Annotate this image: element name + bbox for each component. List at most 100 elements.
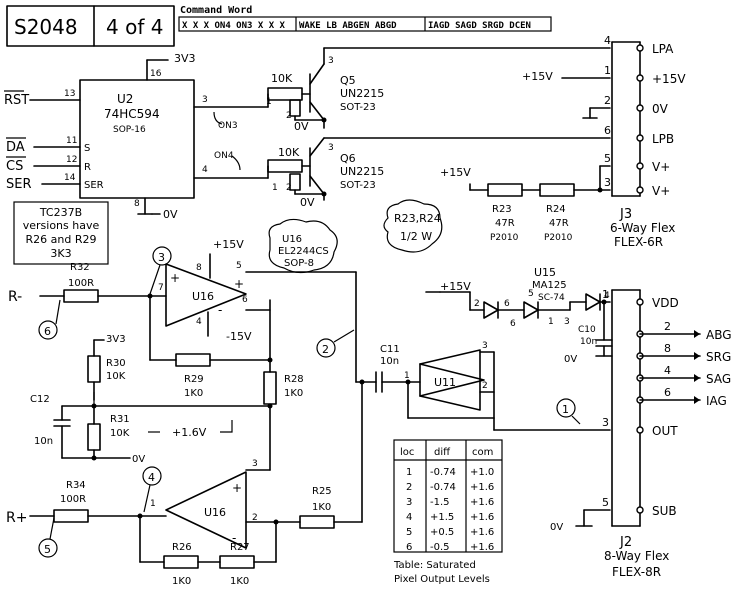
u11-name: U11 (434, 376, 456, 389)
j2-pin-number: 4 (664, 364, 671, 377)
u11-pin3: 3 (482, 341, 488, 351)
command-word-field-1: X X X ON4 ON3 X X X (182, 21, 286, 31)
sheet-number: 4 of 4 (106, 15, 163, 39)
j2-pin-label: ABG (706, 328, 732, 342)
q6-pin-1: 1 (272, 183, 278, 193)
j3-part: FLEX-6R (614, 235, 663, 249)
j2-pin-contact (636, 298, 644, 306)
input-cs: CS (6, 159, 23, 174)
j2-pin-contact (636, 506, 644, 514)
r26-name: R26 (172, 542, 192, 553)
j2-pin-label: SAG (706, 372, 731, 386)
r31-name: R31 (110, 414, 130, 425)
q6-package: SOT-23 (340, 180, 376, 191)
table-cell-com: +1.6 (470, 542, 494, 553)
r24-package: P2010 (544, 233, 573, 243)
q6-pin-3: 3 (328, 143, 334, 153)
q5-package: SOT-23 (340, 102, 376, 113)
j2-signal-arrow (694, 352, 700, 360)
port-r-minus: R- (8, 289, 22, 305)
command-word-field-2: WAKE LB ABGEN ABGD (299, 21, 397, 31)
j2-signal-arrow (694, 374, 700, 382)
r34-name: R34 (66, 480, 86, 491)
r30-value: 10K (106, 371, 126, 382)
table-cell-com: +1.6 (470, 512, 494, 523)
r27-name: R27 (230, 542, 250, 553)
j2-pin-number: 2 (664, 320, 671, 333)
r-chain-supply: +15V (440, 166, 471, 179)
u16-top-plus-out: + (234, 277, 244, 291)
u16-top-pin4: 4 (196, 317, 202, 327)
bias-gnd: 0V (132, 454, 145, 465)
u16-top-plus: + (170, 271, 180, 285)
j2-pin-label: SRG (706, 350, 731, 364)
q5-pin-2: 2 (286, 111, 292, 121)
r28-value: 1K0 (284, 388, 303, 399)
q6-gnd: 0V (300, 196, 315, 209)
j2-pin-number: 1 (602, 288, 609, 301)
marker-2: 2 (322, 343, 329, 356)
c11-name: C11 (380, 344, 400, 355)
j3-pin-contact (636, 104, 644, 112)
u16-top-pin5: 5 (236, 261, 242, 271)
q5-pin-1: 1 (266, 97, 272, 107)
c11-value: 10n (380, 356, 399, 367)
u2-name: U2 (117, 92, 133, 106)
j2-pin-number: 3 (602, 416, 609, 429)
r-note-line1: R23,R24 (394, 212, 441, 225)
u16-top-amp: U16 EL2244CS SOP-8 U16 + - + +15V 8 -15V… (8, 218, 357, 471)
command-word-label: Command Word (180, 5, 252, 16)
u15-pin6-a: 6 (504, 299, 510, 309)
r27-value: 1K0 (230, 576, 249, 587)
q6-resistor: 10K (278, 146, 300, 159)
table-cell-com: +1.6 (470, 482, 494, 493)
note-line-2: versions have (23, 219, 100, 232)
u15-diodes: +15V 2 6 6 5 1 3 4 U15 MA125 SC-74 C10 1… (425, 266, 613, 365)
r29-value: 1K0 (184, 388, 203, 399)
table-caption-2: Pixel Output Levels (394, 574, 490, 585)
u16-top-label: U16 (192, 290, 214, 303)
c12-name: C12 (30, 394, 50, 405)
u16-bottom-amp: U16 + - 3 2 R25 1K0 1 R26 1K0 R27 1K0 R3… (6, 381, 363, 587)
c12-value: 10n (34, 436, 53, 447)
u2-shift-register: U2 74HC594 SOP-16 3V3 16 0V 8 RST 13 DA … (4, 52, 269, 221)
test-markers: 3 6 2 4 5 1 (38, 246, 581, 558)
input-rst: RST (4, 93, 29, 108)
j2-pin-number: 5 (602, 496, 609, 509)
bias-network: 3V3 R30 10K C12 10n R31 10K 0V +1.6V (30, 334, 273, 465)
j2-desc: 8-Way Flex (604, 549, 669, 563)
r23-package: P2010 (490, 233, 519, 243)
j3-pin-contact (636, 186, 644, 194)
table-cell-com: +1.6 (470, 497, 494, 508)
bias-voltage: +1.6V (172, 426, 207, 439)
q6-transistor: ON4 10K 1 2 3 0V Q6 UN2215 SOT-23 (214, 137, 611, 209)
j3-desc: 6-Way Flex (610, 221, 675, 235)
u16-cloud-part: EL2244CS (278, 246, 329, 257)
j2-name: J2 (619, 535, 632, 550)
u16-bottom-pin3: 3 (252, 459, 258, 469)
j2-pin-number: 6 (664, 386, 671, 399)
j2-pin-label: IAG (706, 394, 727, 408)
table-cell-diff: +1.5 (430, 512, 454, 523)
r23-name: R23 (492, 204, 512, 215)
j3-pin-contact (636, 44, 644, 52)
r25-value: 1K0 (312, 502, 331, 513)
u2-pin-q3: 3 (202, 95, 208, 105)
marker-6: 6 (44, 325, 51, 338)
board-number: S2048 (14, 15, 78, 39)
r32-name: R32 (70, 262, 90, 273)
q5-net-label: ON3 (218, 121, 238, 131)
j3-pin-label: 0V (652, 102, 669, 116)
table-cell-diff: -0.74 (430, 482, 456, 493)
u2-gnd: 0V (163, 208, 178, 221)
u2-pin-ser: 14 (64, 173, 76, 183)
u16-bottom-minus: - (232, 531, 236, 545)
table-cell-loc: 2 (406, 482, 412, 493)
j3-pin-label: LPA (652, 42, 674, 56)
q5-resistor: 10K (271, 72, 293, 85)
command-word-field-3: IAGD SAGD SRGD DCEN (428, 21, 531, 31)
q5-pin-3: 3 (328, 56, 334, 66)
table-cell-diff: -0.74 (430, 467, 456, 478)
q5-gnd: 0V (294, 120, 309, 133)
j3-pin-number: 1 (604, 64, 611, 77)
